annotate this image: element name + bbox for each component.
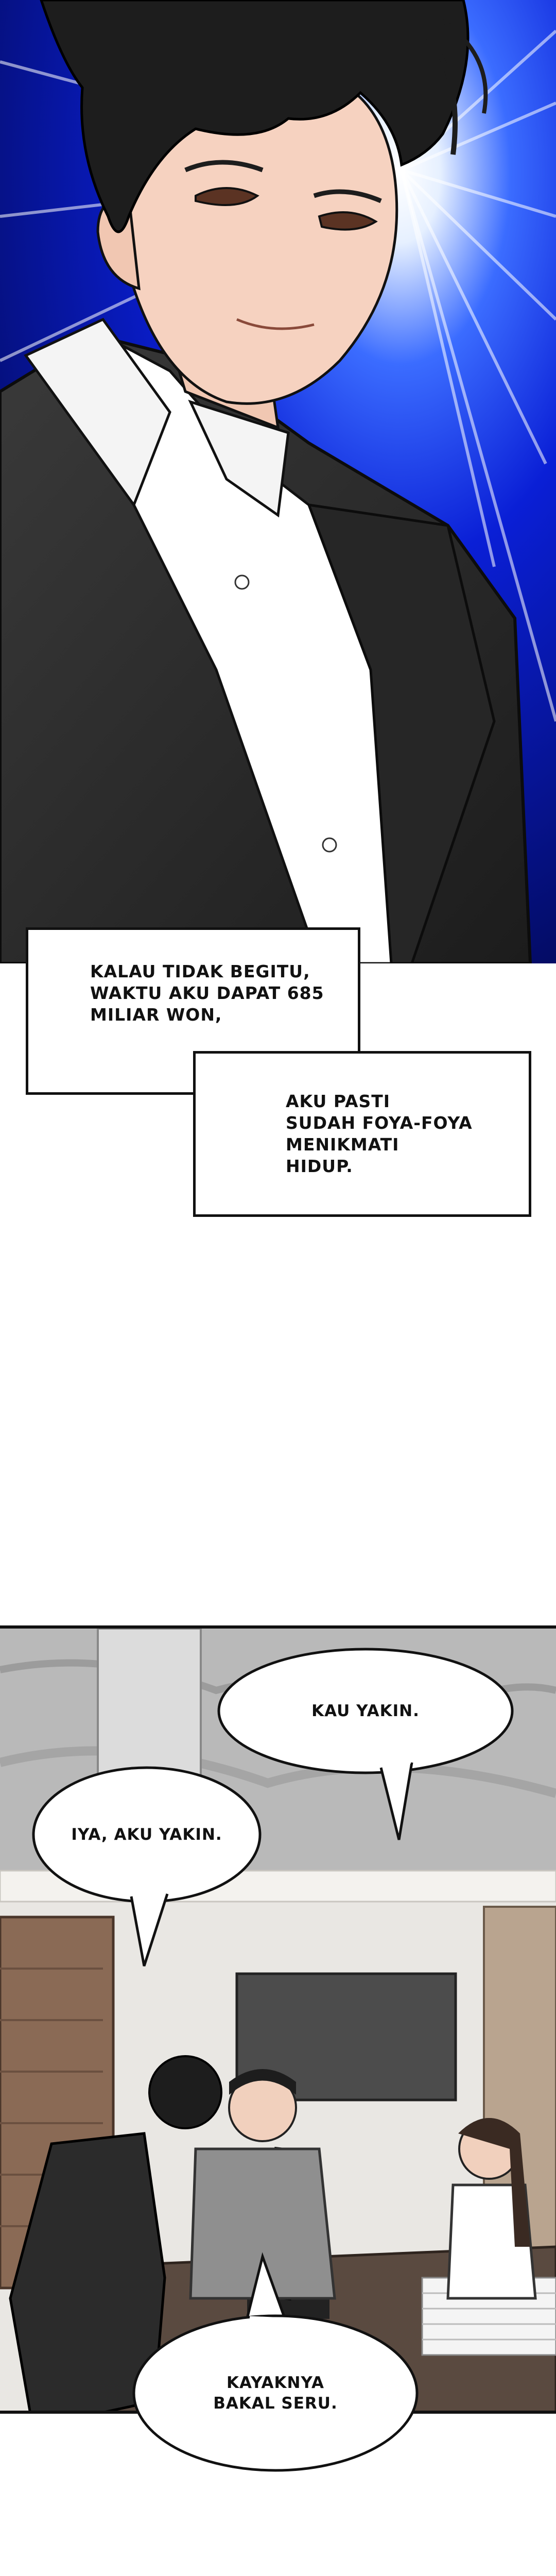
speech-bubbles-layer — [32, 1648, 514, 1967]
office-scene-illustration — [0, 1629, 556, 2411]
narration-text-1: KALAU TIDAK BEGITU, WAKTU AKU DAPAT 685 … — [90, 961, 324, 1025]
top-panel — [0, 0, 556, 963]
man-in-suit-illustration — [0, 0, 556, 963]
speech-text-1: KAU YAKIN. — [311, 1702, 420, 1720]
narration-text-2: AKU PASTI SUDAH FOYA-FOYA MENIKMATI HIDU… — [286, 1091, 473, 1176]
narration-box-2: AKU PASTI SUDAH FOYA-FOYA MENIKMATI HIDU… — [193, 1051, 531, 1217]
speech-text-2: IYA, AKU YAKIN. — [71, 1825, 222, 1844]
office-panel: KAU YAKIN. IYA, AKU YAKIN. — [0, 1625, 556, 2414]
speech-bubble-1 — [217, 1648, 514, 1840]
speech-bubble-2 — [32, 1766, 262, 1967]
speech-text-3: KAYAKNYA BAKAL SERU. — [213, 2374, 338, 2413]
